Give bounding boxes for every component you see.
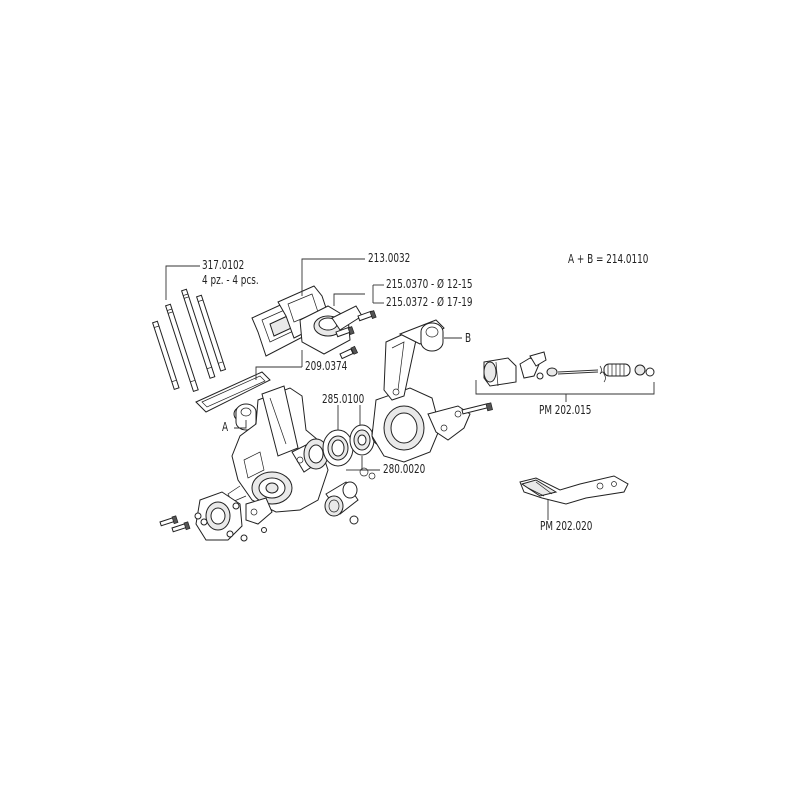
label-213-0032: 213.0032 (368, 251, 411, 265)
label-209-0374: 209.0374 (305, 359, 348, 373)
spacer-b (420, 322, 444, 352)
label-pm-202-020: PM 202.020 (540, 519, 593, 533)
flange-plate (194, 491, 243, 541)
marker-b: B (465, 331, 472, 345)
label-ab-kit: A + B = 214.0110 (568, 252, 649, 266)
label-215-0372: 215.0372 - Ø 17-19 (386, 295, 473, 309)
pm-202-015-kit (483, 351, 655, 387)
label-317-qty: 4 pz. - 4 pcs. (202, 273, 259, 287)
small-screws (159, 515, 191, 533)
spacer-a (235, 403, 257, 431)
marker-a: A (222, 420, 229, 434)
label-pm-202-015: PM 202.015 (539, 403, 592, 417)
crankcase-right (371, 319, 445, 463)
mounting-bracket (427, 402, 493, 441)
label-215-0370: 215.0370 - Ø 12-15 (386, 277, 473, 291)
label-280-0020: 280.0020 (383, 462, 426, 476)
intake-manifold (299, 305, 377, 360)
leader-lines (165, 258, 655, 520)
label-317-0102: 317.0102 (202, 258, 245, 272)
stud-bolts (151, 288, 227, 392)
pm-202-020-lever (519, 475, 629, 505)
spring-coil (603, 363, 631, 377)
crankcase-left (227, 385, 329, 513)
label-285-0100: 285.0100 (322, 392, 365, 406)
small-bracket (240, 497, 273, 542)
sleeve-bush (324, 467, 376, 525)
